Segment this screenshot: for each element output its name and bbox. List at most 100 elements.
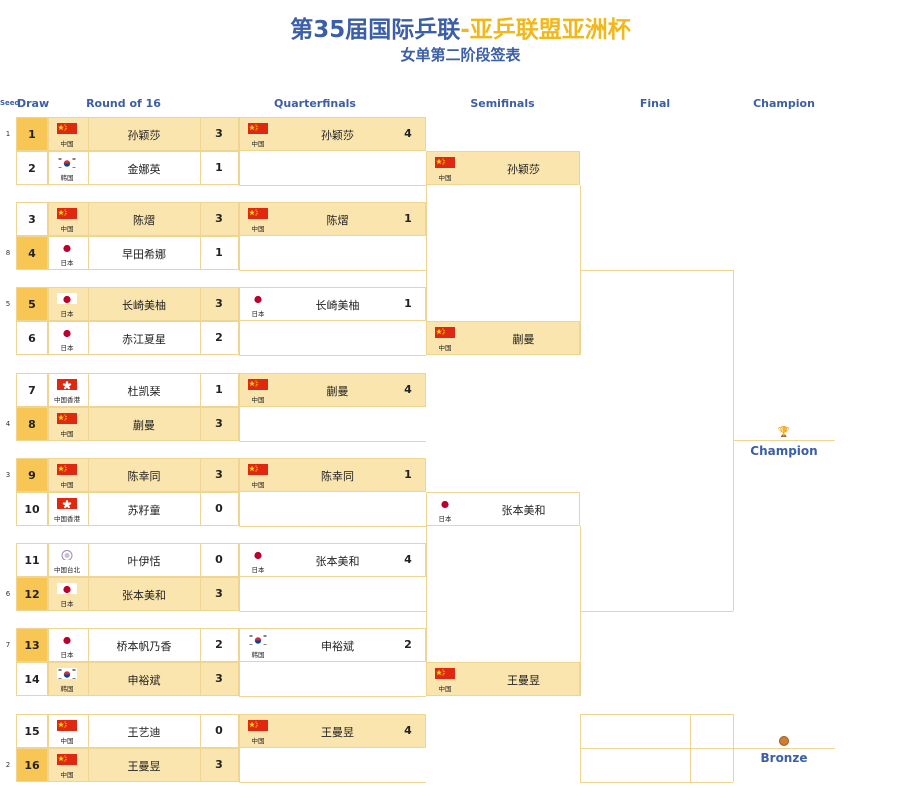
r16-score: 1	[215, 383, 223, 396]
r16-country: 日本	[60, 259, 74, 267]
sf-country: 日本	[438, 515, 452, 523]
sf-player-row[interactable]	[426, 151, 580, 185]
r16-country: 中国	[60, 771, 74, 779]
trophy-icon: 🏆	[777, 427, 791, 438]
bracket-connector	[580, 611, 733, 612]
draw-number-cell: 9	[16, 458, 48, 492]
sf-flag-icon	[435, 666, 455, 679]
r16-flag-icon	[57, 325, 77, 338]
r16-player-row[interactable]	[48, 577, 239, 611]
r16-divider	[200, 577, 201, 611]
bracket-connector	[239, 355, 426, 356]
r16-score: 3	[215, 587, 223, 600]
qf-player-row[interactable]	[239, 458, 426, 492]
r16-player-row[interactable]	[48, 202, 239, 236]
r16-player-row[interactable]	[48, 287, 239, 321]
sf-player-name: 孙颖莎	[507, 163, 540, 176]
r16-player-row[interactable]	[48, 748, 239, 782]
qf-player-name: 王曼昱	[321, 726, 354, 739]
draw-number-cell: 4	[16, 236, 48, 270]
draw-number-cell: 15	[16, 714, 48, 748]
qf-player-row[interactable]	[239, 202, 426, 236]
qf-country: 中国	[251, 140, 265, 148]
r16-divider	[200, 543, 201, 577]
page-title: 第35届国际乒联-亚乒联盟亚洲杯	[290, 17, 631, 43]
qf-player-name: 陈幸同	[321, 470, 354, 483]
r16-player-row[interactable]	[48, 492, 239, 526]
sf-player-row[interactable]	[426, 492, 580, 526]
draw-number-cell: 2	[16, 151, 48, 185]
r16-divider	[200, 117, 201, 151]
r16-player-row[interactable]	[48, 117, 239, 151]
bracket-connector	[733, 440, 835, 441]
draw-number-cell: 6	[16, 321, 48, 355]
r16-score: 0	[215, 724, 223, 737]
seed-number: 8	[5, 249, 11, 257]
r16-player-name: 杜凯琹	[127, 385, 161, 398]
sf-player-name: 蒯曼	[512, 333, 535, 346]
r16-player-name: 张本美和	[122, 589, 166, 602]
r16-player-row[interactable]	[48, 714, 239, 748]
r16-score: 3	[215, 758, 223, 771]
draw-number-cell: 11	[16, 543, 48, 577]
r16-divider	[200, 236, 201, 270]
r16-flag-icon	[57, 666, 77, 679]
r16-score: 3	[215, 297, 223, 310]
bracket-connector	[239, 526, 426, 527]
r16-score: 1	[215, 246, 223, 259]
qf-player-row[interactable]	[239, 628, 426, 662]
qf-score: 4	[404, 724, 412, 737]
qf-country: 中国	[251, 225, 265, 233]
r16-player-row[interactable]	[48, 151, 239, 185]
bronze-box	[580, 748, 733, 749]
r16-player-row[interactable]	[48, 373, 239, 407]
r16-divider	[88, 287, 89, 321]
bracket-connector	[239, 748, 240, 782]
qf-score: 1	[404, 212, 412, 225]
sf-flag-icon	[435, 496, 455, 509]
bronze-box	[580, 782, 733, 783]
r16-player-row[interactable]	[48, 321, 239, 355]
seed-number: 7	[5, 641, 11, 649]
qf-score: 2	[404, 638, 412, 651]
qf-player-row[interactable]	[239, 287, 426, 321]
sf-player-row[interactable]	[426, 662, 580, 696]
header-champion: Champion	[753, 97, 815, 110]
r16-player-row[interactable]	[48, 662, 239, 696]
bracket-connector	[239, 577, 240, 611]
r16-divider	[88, 117, 89, 151]
r16-country: 韩国	[60, 174, 74, 182]
r16-divider	[200, 748, 201, 782]
r16-player-row[interactable]	[48, 236, 239, 270]
r16-player-name: 陈幸同	[127, 470, 161, 483]
r16-player-row[interactable]	[48, 458, 239, 492]
seed-number: 4	[5, 420, 11, 428]
qf-player-row[interactable]	[239, 714, 426, 748]
bronze-box	[690, 714, 691, 782]
r16-player-name: 桥本帆乃香	[116, 640, 172, 653]
r16-player-row[interactable]	[48, 407, 239, 441]
draw-number-cell: 13	[16, 628, 48, 662]
r16-player-row[interactable]	[48, 628, 239, 662]
r16-player-name: 金娜英	[127, 163, 161, 176]
draw-number-cell: 5	[16, 287, 48, 321]
header-draw: Draw	[17, 97, 50, 110]
qf-flag-icon	[248, 291, 268, 304]
bronze-box	[580, 714, 581, 782]
r16-flag-icon	[57, 752, 77, 765]
qf-score: 4	[404, 127, 412, 140]
header-semifinals: Semifinals	[470, 97, 535, 110]
sf-player-name: 王曼昱	[507, 674, 540, 687]
qf-flag-icon	[248, 632, 268, 645]
r16-player-row[interactable]	[48, 543, 239, 577]
bracket-connector	[239, 611, 426, 612]
qf-player-row[interactable]	[239, 117, 426, 151]
qf-player-name: 陈熠	[326, 214, 349, 227]
qf-flag-icon	[248, 462, 268, 475]
qf-player-row[interactable]	[239, 543, 426, 577]
r16-flag-icon	[57, 121, 77, 134]
r16-divider	[88, 236, 89, 270]
sf-player-row[interactable]	[426, 321, 580, 355]
qf-player-row[interactable]	[239, 373, 426, 407]
bronze-box	[733, 748, 835, 749]
